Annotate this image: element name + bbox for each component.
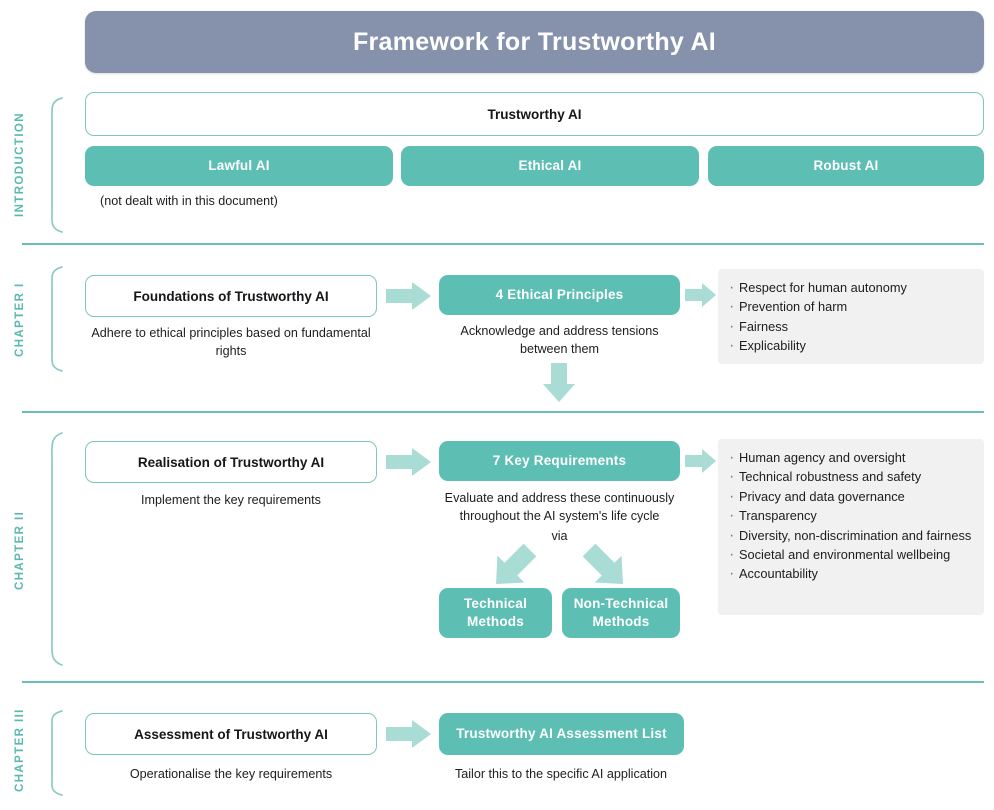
divider-2 <box>22 411 984 413</box>
box-assessment-of-trustworthy-ai[interactable]: Assessment of Trustworthy AI <box>85 713 377 755</box>
list-item: Accountability <box>728 564 972 584</box>
framework-title-banner: Framework for Trustworthy AI <box>85 11 984 73</box>
page-title: Framework for Trustworthy AI <box>352 27 717 56</box>
key-requirements-list: Human agency and oversight Technical rob… <box>728 448 972 584</box>
list-item: Explicability <box>728 336 972 356</box>
box-foundations-of-trustworthy-ai[interactable]: Foundations of Trustworthy AI <box>85 275 377 317</box>
list-item: Technical robustness and safety <box>728 467 972 487</box>
lawful-ai-footnote: (not dealt with in this document) <box>100 194 278 208</box>
assessment-caption: Operationalise the key requirements <box>129 767 333 781</box>
list-item: Societal and environmental wellbeing <box>728 545 972 565</box>
box-realisation-of-trustworthy-ai[interactable]: Realisation of Trustworthy AI <box>85 441 377 483</box>
ethical-principles-list-panel: Respect for human autonomy Prevention of… <box>718 269 984 364</box>
list-item: Fairness <box>728 317 972 337</box>
box-trustworthy-ai[interactable]: Trustworthy AI <box>85 92 984 136</box>
box-non-technical-methods-label: Non-Technical Methods <box>573 595 669 629</box>
brace-introduction <box>51 97 63 233</box>
list-item: Diversity, non-discrimination and fairne… <box>728 526 972 546</box>
box-assessment-label: Assessment of Trustworthy AI <box>134 726 328 742</box>
box-lawful-ai-label: Lawful AI <box>208 157 270 173</box>
box-7-key-requirements[interactable]: 7 Key Requirements <box>439 441 680 481</box>
box-4-ethical-principles[interactable]: 4 Ethical Principles <box>439 275 680 315</box>
box-lawful-ai[interactable]: Lawful AI <box>85 146 393 186</box>
list-item: Prevention of harm <box>728 297 972 317</box>
box-ethical-ai[interactable]: Ethical AI <box>401 146 699 186</box>
list-item: Privacy and data governance <box>728 487 972 507</box>
foundations-caption: Adhere to ethical principles based on fu… <box>91 326 371 359</box>
assessment-list-caption: Tailor this to the specific AI applicati… <box>454 767 668 781</box>
box-robust-ai-label: Robust AI <box>813 157 879 173</box>
rail-label-chapter-iii: CHAPTER III <box>14 708 26 793</box>
box-foundations-label: Foundations of Trustworthy AI <box>133 288 329 304</box>
divider-1 <box>22 243 984 245</box>
box-non-technical-methods[interactable]: Non-Technical Methods <box>562 588 680 638</box>
rail-label-chapter-ii: CHAPTER II <box>14 510 26 590</box>
arrow-right-to-principles-list <box>685 283 716 307</box>
box-realisation-label: Realisation of Trustworthy AI <box>137 454 325 470</box>
brace-chapter-ii <box>51 432 63 666</box>
brace-chapter-iii <box>51 710 63 796</box>
ethical-principles-caption: Acknowledge and address tensions between… <box>460 324 659 357</box>
box-4-ethical-principles-label: 4 Ethical Principles <box>495 286 624 302</box>
arrow-right-chapter-i <box>386 282 431 310</box>
arrow-right-to-requirements-list <box>685 449 716 473</box>
box-assessment-list-label: Trustworthy AI Assessment List <box>456 725 667 741</box>
realisation-caption: Implement the key requirements <box>141 493 321 507</box>
key-requirements-caption: Evaluate and address these continuously … <box>444 491 675 524</box>
via-label: via <box>551 529 568 543</box>
box-trustworthy-ai-label: Trustworthy AI <box>487 106 582 122</box>
box-robust-ai[interactable]: Robust AI <box>708 146 984 186</box>
box-technical-methods[interactable]: Technical Methods <box>439 588 552 638</box>
box-trustworthy-ai-assessment-list[interactable]: Trustworthy AI Assessment List <box>439 713 684 755</box>
key-requirements-list-panel: Human agency and oversight Technical rob… <box>718 439 984 615</box>
box-7-key-requirements-label: 7 Key Requirements <box>492 452 627 468</box>
box-ethical-ai-label: Ethical AI <box>518 157 582 173</box>
arrow-down-left-to-technical-methods <box>496 543 537 584</box>
divider-3 <box>22 681 984 683</box>
arrow-down-right-to-non-technical-methods <box>582 543 623 584</box>
box-technical-methods-label: Technical Methods <box>463 595 528 629</box>
brace-chapter-i <box>51 266 63 372</box>
arrow-right-chapter-ii <box>386 448 431 476</box>
list-item: Respect for human autonomy <box>728 278 972 298</box>
list-item: Human agency and oversight <box>728 448 972 468</box>
arrow-down-chapter-i <box>543 363 575 402</box>
ethical-principles-list: Respect for human autonomy Prevention of… <box>728 278 972 356</box>
rail-label-introduction: INTRODUCTION <box>14 112 26 218</box>
arrow-right-chapter-iii <box>386 720 431 748</box>
rail-label-chapter-i: CHAPTER I <box>14 282 26 357</box>
list-item: Transparency <box>728 506 972 526</box>
